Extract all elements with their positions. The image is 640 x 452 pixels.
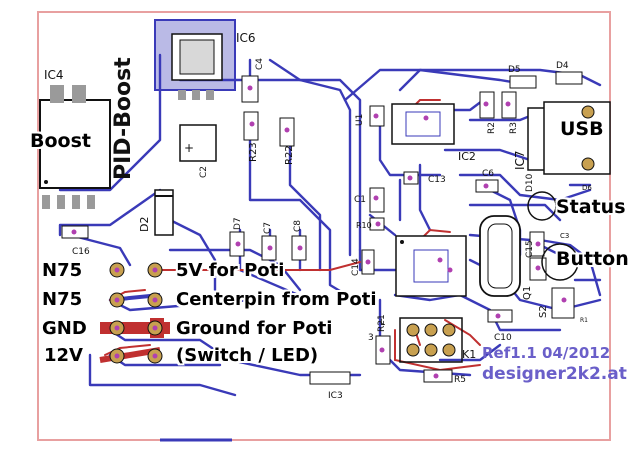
connector-pads: [109, 262, 163, 364]
d4-label: D4: [556, 61, 569, 71]
board-author: designer2k2.at: [482, 364, 627, 384]
board-version: Ref1.1 04/2012: [482, 344, 611, 362]
c3-label: C3: [560, 232, 569, 240]
pin-label-right-2: Centerpin from Poti: [176, 289, 377, 310]
pin-label-left-1: N75: [42, 260, 83, 281]
pin-label-left-3: GND: [42, 318, 87, 339]
r2-label: R2: [487, 122, 497, 134]
c1-label: C1: [354, 195, 366, 205]
c2-plus: +: [184, 141, 194, 155]
pin-label-right-3: Ground for Poti: [176, 318, 333, 339]
r3-label: R3: [509, 122, 519, 134]
d7-label: D7: [233, 217, 243, 230]
d5-label: D5: [508, 65, 521, 75]
d6-label: D6: [582, 184, 592, 192]
ic3-label: IC3: [328, 391, 343, 401]
ic2-package: [391, 103, 455, 145]
pin3-label: 3: [368, 333, 374, 343]
crystal-part: [479, 215, 521, 297]
k1-header: [399, 317, 463, 363]
crystal-inner: [487, 223, 513, 289]
l-label: L: [380, 318, 385, 328]
button-part: [541, 243, 579, 281]
pin-label-left-2: N75: [42, 289, 83, 310]
boost-callout: Boost: [30, 130, 91, 152]
board-title: PID-Boost: [111, 57, 136, 180]
r1-label: R1: [580, 317, 588, 324]
c2-label: C2: [199, 166, 209, 178]
ic6-label: IC6: [236, 31, 256, 45]
ic3-part: [309, 371, 351, 385]
board-outline: [37, 11, 611, 441]
pin-label-right-1: 5V for Poti: [176, 260, 285, 281]
ic2-label: IC2: [458, 150, 476, 163]
d4-part: [555, 71, 583, 85]
c4-label: C4: [255, 58, 265, 70]
u1-label: U1: [355, 114, 365, 126]
usb-callout: USB: [560, 118, 604, 140]
c2-part: [179, 124, 217, 162]
c10-label: C10: [494, 333, 512, 343]
c14-label: C14: [351, 258, 361, 276]
c8-label: C8: [293, 220, 303, 232]
mcu-package: [395, 235, 467, 297]
vias: [71, 85, 567, 379]
q1-label: Q1: [522, 286, 533, 300]
c13-label: C13: [428, 175, 446, 185]
r23-label: R23: [248, 142, 259, 162]
ic4-label: IC4: [44, 68, 64, 82]
button-callout: Button: [556, 248, 629, 270]
ic4-package: [39, 85, 111, 209]
r22-label: R22: [284, 145, 295, 165]
pin-label-left-4: 12V: [44, 345, 83, 366]
c6-label: C6: [482, 169, 494, 179]
k1-label: K1: [462, 348, 476, 361]
d2-label: D2: [138, 217, 151, 232]
ic7-label: IC7: [513, 150, 527, 170]
d2-part: [154, 189, 174, 236]
s2-label: S2: [538, 305, 549, 318]
c16-label: C16: [72, 247, 90, 257]
usb-connector: [543, 101, 611, 175]
ic6-package: [154, 19, 236, 100]
status-callout: Status: [556, 196, 626, 218]
r21-label: R21: [377, 314, 387, 332]
d10-led: [527, 191, 557, 221]
d5-part: [509, 75, 537, 89]
c15-label: C15: [525, 240, 535, 258]
c7-label: C7: [263, 222, 273, 234]
pin-label-right-4: (Switch / LED): [176, 345, 319, 366]
d10-label: D10: [525, 173, 535, 192]
r5-label: R5: [454, 375, 466, 385]
s2-part: [551, 287, 575, 319]
r10-label: R10: [356, 221, 372, 230]
